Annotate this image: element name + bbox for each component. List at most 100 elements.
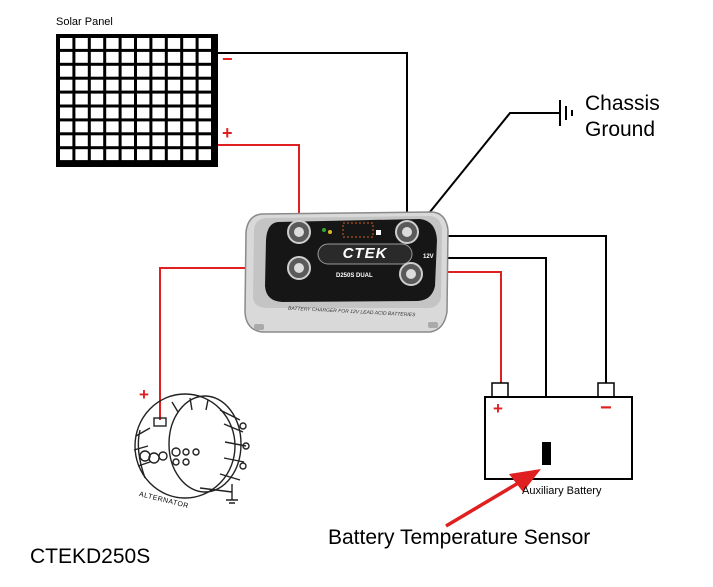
terminal-solar-negative: [395, 220, 419, 244]
solar-cell: [121, 51, 134, 63]
battery-minus-sign: −: [600, 397, 612, 419]
solar-cell: [198, 149, 211, 161]
solar-cell: [121, 135, 134, 147]
solar-cell: [106, 93, 119, 105]
solar-cell: [60, 107, 73, 119]
solar-cell: [106, 121, 119, 133]
solar-cell: [75, 107, 88, 119]
solar-cell: [90, 121, 104, 133]
solar-cell: [90, 51, 104, 63]
battery-plus-sign: +: [493, 399, 503, 418]
alternator-plus-sign: +: [139, 385, 149, 404]
solar-minus-sign: −: [222, 49, 233, 69]
solar-cell: [167, 79, 181, 91]
solar-cell: [75, 121, 88, 133]
solar-cell: [198, 79, 211, 91]
chassis-ground-label-line2: Ground: [585, 118, 656, 141]
solar-cell: [137, 149, 150, 161]
solar-cell: [167, 51, 181, 63]
temperature-sensor: [542, 442, 551, 465]
status-led: [376, 230, 381, 235]
solar-cell: [137, 38, 150, 49]
solar-cell: [198, 51, 211, 63]
solar-cell: [167, 135, 181, 147]
solar-cell: [167, 93, 181, 105]
terminal-solar-positive: [287, 220, 311, 244]
solar-cell: [90, 107, 104, 119]
solar-cell: [167, 38, 181, 49]
solar-cell: [90, 79, 104, 91]
solar-cell: [137, 51, 150, 63]
device-model-plate: D250S DUAL: [336, 273, 373, 279]
solar-cell: [75, 79, 88, 91]
solar-cell: [183, 135, 196, 147]
solar-cell: [106, 107, 119, 119]
solar-cell: [152, 93, 165, 105]
sensor-cable: [430, 257, 547, 443]
solar-cell: [90, 135, 104, 147]
chassis-ground-wire: [416, 112, 560, 229]
solar-cell: [152, 65, 165, 77]
solar-panel-label: Solar Panel: [56, 16, 113, 28]
solar-cell: [60, 149, 73, 161]
status-panel: [342, 222, 374, 238]
solar-cell: [152, 135, 165, 147]
terminal-battery: [399, 262, 423, 286]
solar-cell: [121, 107, 134, 119]
alternator: [133, 393, 250, 504]
solar-cell: [60, 93, 73, 105]
solar-cell: [167, 121, 181, 133]
solar-cell: [106, 149, 119, 161]
solar-cell: [60, 51, 73, 63]
solar-cell: [137, 121, 150, 133]
solar-cell: [90, 149, 104, 161]
solar-cell: [90, 93, 104, 105]
ground-icon: [559, 100, 573, 126]
solar-cell: [106, 79, 119, 91]
sensor-label: Battery Temperature Sensor: [328, 526, 591, 549]
solar-cell: [167, 107, 181, 119]
solar-cell: [60, 135, 73, 147]
solar-cell: [60, 65, 73, 77]
brand-logo: CTEK: [342, 245, 388, 262]
solar-cell: [106, 51, 119, 63]
terminal-alternator: [287, 256, 311, 280]
solar-cell: [75, 51, 88, 63]
solar-cell: [198, 121, 211, 133]
indicator-light: [328, 230, 332, 234]
solar-cell: [198, 107, 211, 119]
solar-cell: [198, 135, 211, 147]
solar-negative-wire: [218, 52, 408, 222]
solar-plus-sign: +: [222, 123, 233, 143]
solar-cell: [106, 135, 119, 147]
solar-cell: [137, 93, 150, 105]
solar-cell: [152, 38, 165, 49]
solar-cell: [106, 38, 119, 49]
solar-cell: [121, 79, 134, 91]
ctek-charger: [244, 211, 449, 333]
solar-cell: [75, 38, 88, 49]
solar-cell: [137, 107, 150, 119]
solar-cell: [183, 51, 196, 63]
solar-cell: [60, 38, 73, 49]
solar-cell: [183, 121, 196, 133]
solar-cell: [167, 65, 181, 77]
solar-cell: [106, 65, 119, 77]
solar-cell: [121, 65, 134, 77]
solar-cell: [167, 149, 181, 161]
solar-cell: [75, 65, 88, 77]
solar-cell: [198, 38, 211, 49]
solar-cell: [75, 149, 88, 161]
solar-cell: [121, 149, 134, 161]
solar-cell: [90, 38, 104, 49]
sensor-arrow: [445, 469, 541, 528]
solar-cell: [60, 121, 73, 133]
solar-positive-wire: [218, 144, 300, 222]
solar-cell: [183, 79, 196, 91]
solar-cell: [75, 93, 88, 105]
solar-cell: [121, 93, 134, 105]
solar-cell: [183, 93, 196, 105]
solar-cell: [152, 149, 165, 161]
solar-cell: [152, 79, 165, 91]
